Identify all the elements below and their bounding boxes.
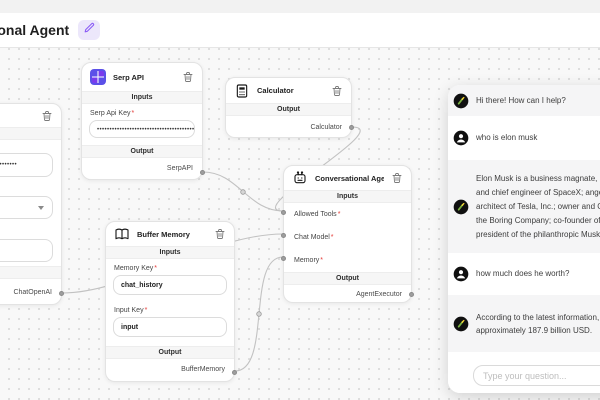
output-anchor-label: BufferMemory	[181, 365, 225, 373]
field-label: Input Key*	[114, 307, 148, 314]
node-conversational-agent[interactable]: Conversational Agent Inputs Allowed Tool…	[281, 165, 414, 303]
output-anchor-label: SerpAPI	[166, 165, 193, 172]
delete-node-button[interactable]	[214, 228, 226, 240]
edge-button-serp[interactable]	[240, 189, 246, 195]
output-section-label: Output	[0, 266, 61, 279]
field-label: Serp Api Key*	[90, 110, 135, 117]
input-handle-allowed-tools[interactable]	[281, 210, 286, 215]
output-handle-serpapi[interactable]	[200, 170, 205, 175]
serpapi-icon	[90, 69, 106, 85]
user-avatar-icon	[453, 130, 469, 146]
delete-node-button[interactable]	[331, 85, 343, 97]
output-anchor-label: ChatOpenAI	[13, 289, 52, 296]
required-mark: *	[144, 307, 148, 314]
chat-question-input[interactable]	[473, 365, 600, 386]
flow-canvas[interactable]: Inputs •••••••••••••••••••••••••••••••••…	[0, 48, 600, 400]
node-chatopenai[interactable]: Inputs •••••••••••••••••••••••••••••••••…	[0, 103, 64, 305]
chevron-down-icon	[38, 206, 44, 210]
input-handle-chat-model[interactable]	[281, 233, 286, 238]
required-mark: *	[131, 110, 135, 117]
node-serp-api[interactable]: Serp API Inputs Serp Api Key* ••••••••••…	[81, 62, 205, 180]
node-title: Serp API	[113, 72, 144, 82]
output-anchor-label: Calculator	[310, 124, 342, 131]
inputs-section-label: Inputs	[284, 190, 411, 203]
temperature-field[interactable]	[0, 239, 53, 262]
robot-icon	[292, 170, 308, 186]
edge-button-buffer[interactable]	[256, 311, 262, 317]
credential-field[interactable]: ••••••••••••••••••••••••••••••••••••	[0, 153, 53, 177]
edit-title-button[interactable]	[78, 20, 101, 40]
node-title: Conversational Agent	[315, 173, 384, 183]
top-strip	[0, 0, 600, 13]
input-row-allowed-tools: Allowed Tools*	[294, 211, 341, 218]
flow-title: Conversational Agent	[0, 22, 70, 38]
node-title: Calculator	[257, 86, 294, 95]
chat-popup: Hi there! How can I help? who is elon mu…	[448, 85, 600, 393]
pencil-icon	[83, 21, 96, 39]
delete-node-button[interactable]	[391, 172, 403, 184]
output-section-label: Output	[284, 272, 411, 285]
output-handle-chatopenai[interactable]	[59, 291, 64, 296]
bot-avatar-icon	[453, 316, 469, 332]
calculator-icon	[234, 83, 250, 99]
output-anchor-label: AgentExecutor	[356, 291, 402, 298]
node-buffer-memory[interactable]: Buffer Memory Inputs Memory Key* chat_hi…	[105, 221, 237, 382]
serp-api-key-field[interactable]: ••••••••••••••••••••••••••••••••••••••••…	[89, 120, 195, 138]
memory-key-field[interactable]: chat_history	[113, 275, 227, 295]
input-row-chat-model: Chat Model*	[294, 234, 334, 241]
input-handle-memory[interactable]	[281, 256, 286, 261]
required-mark: *	[330, 234, 334, 241]
chat-message-user: who is elon musk	[448, 116, 600, 160]
inputs-section-label: Inputs	[82, 91, 202, 104]
inputs-section-label: Inputs	[106, 246, 234, 259]
node-calculator[interactable]: Calculator Output Calculator	[225, 77, 354, 138]
chat-message-bot: Hi there! How can I help?	[448, 85, 600, 116]
inputs-section-label: Inputs	[0, 127, 61, 140]
output-section-label: Output	[226, 103, 351, 116]
required-mark: *	[320, 257, 324, 264]
delete-node-button[interactable]	[41, 110, 53, 122]
required-mark: *	[154, 265, 158, 272]
output-handle-calculator[interactable]	[349, 125, 354, 130]
output-section-label: Output	[106, 346, 234, 359]
node-title: Buffer Memory	[137, 229, 190, 239]
model-select[interactable]	[0, 196, 53, 219]
chat-message-bot: Elon Musk is a business magnate, investo…	[448, 160, 600, 253]
book-icon	[114, 226, 130, 242]
chat-message-bot: According to the latest information, Elo…	[448, 295, 600, 352]
chat-message-user: how much does he worth?	[448, 253, 600, 295]
bot-avatar-icon	[453, 93, 469, 109]
bot-avatar-icon	[453, 199, 469, 215]
required-mark: *	[337, 211, 341, 218]
input-row-memory: Memory*	[294, 257, 324, 264]
user-avatar-icon	[453, 266, 469, 282]
output-handle-buffermemory[interactable]	[232, 370, 237, 375]
app-header: Conversational Agent	[0, 13, 600, 48]
input-key-field[interactable]: input	[113, 317, 227, 337]
field-label: Memory Key*	[114, 265, 158, 272]
output-handle-agentexecutor[interactable]	[409, 292, 414, 297]
delete-node-button[interactable]	[182, 71, 194, 83]
chat-input-area	[448, 352, 600, 393]
output-section-label: Output	[82, 145, 202, 158]
